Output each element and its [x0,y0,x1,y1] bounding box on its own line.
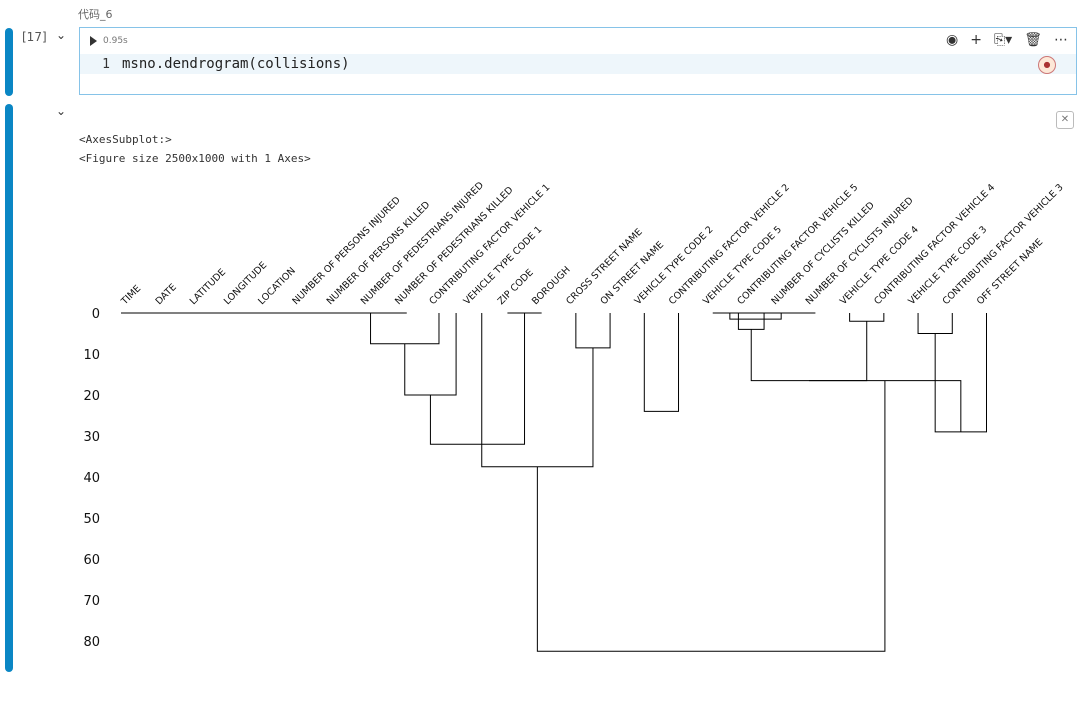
dendrogram-link [849,313,885,322]
trash-icon[interactable]: 🗑 [1024,32,1042,48]
y-tick-label: 70 [83,594,100,609]
dendrogram-link [429,313,526,445]
leaf-label: CONTRIBUTING FACTOR VEHICLE 2 [667,182,792,307]
leaf-label: CONTRIBUTING FACTOR VEHICLE 4 [872,182,997,307]
clear-output-icon[interactable]: ✕ [1056,111,1074,129]
eye-icon[interactable]: ◉ [946,32,959,48]
y-tick-label: 0 [92,307,100,322]
leaf-label: NUMBER OF PEDESTRIANS INJURED [359,180,486,307]
more-icon[interactable]: ⋯ [1054,32,1068,48]
leaf-label: TIME [119,283,144,308]
output-line-2: <Figure size 2500x1000 with 1 Axes> [79,152,311,165]
output-cell-bar[interactable] [5,104,13,672]
y-tick-label: 10 [83,348,100,363]
run-time: 0.95s [103,36,128,46]
output-line-1: <AxesSubplot:> [79,133,172,146]
run-info: 0.95s [90,36,128,46]
dendrogram-link [750,321,868,382]
dendrogram-link [737,313,765,330]
leaf-label: ON STREET NAME [598,239,666,307]
cell-toolbar: ◉ + ⎘▾ 🗑 ⋯ [946,32,1068,48]
leaf-label: DATE [154,282,179,307]
copy-icon[interactable]: ⎘▾ [993,32,1013,48]
dendrogram-link [575,313,611,349]
code-text[interactable]: msno.dendrogram(collisions) [122,56,350,72]
y-tick-label: 40 [83,471,100,486]
dendrogram-link [370,313,440,345]
dendrogram-link [404,313,457,396]
line-number: 1 [102,56,110,72]
dendrogram-link [536,380,886,652]
code-editor[interactable]: 0.95s ◉ + ⎘▾ 🗑 ⋯ 1 msno.dendrogram(colli… [79,27,1077,95]
y-tick-label: 30 [83,430,100,445]
y-tick-label: 80 [83,635,100,650]
leaf-label: OFF STREET NAME [975,237,1045,307]
cell-title: 代码_6 [78,8,113,21]
leaf-label: CONTRIBUTING FACTOR VEHICLE 5 [735,182,860,307]
collapse-output-chevron-icon[interactable]: ⌄ [56,104,67,118]
run-icon[interactable] [90,36,97,46]
y-tick-label: 20 [83,389,100,404]
leaf-label: CONTRIBUTING FACTOR VEHICLE 3 [941,182,1066,307]
plus-icon[interactable]: + [970,32,982,48]
execution-count: [17] [22,30,47,44]
dendrogram-link [729,313,782,320]
y-tick-label: 50 [83,512,100,527]
dendrogram-link [808,380,962,432]
y-tick-label: 60 [83,553,100,568]
status-badge-icon[interactable]: ● [1038,56,1056,74]
leaf-label: CONTRIBUTING FACTOR VEHICLE 1 [427,182,552,307]
collapse-input-chevron-icon[interactable]: ⌄ [56,28,67,42]
input-cell-bar[interactable] [5,28,13,96]
dendrogram-link [917,313,953,334]
dendrogram-link [643,313,680,412]
leaf-label: LATITUDE [188,267,228,307]
code-line[interactable]: 1 msno.dendrogram(collisions) [80,54,1076,74]
